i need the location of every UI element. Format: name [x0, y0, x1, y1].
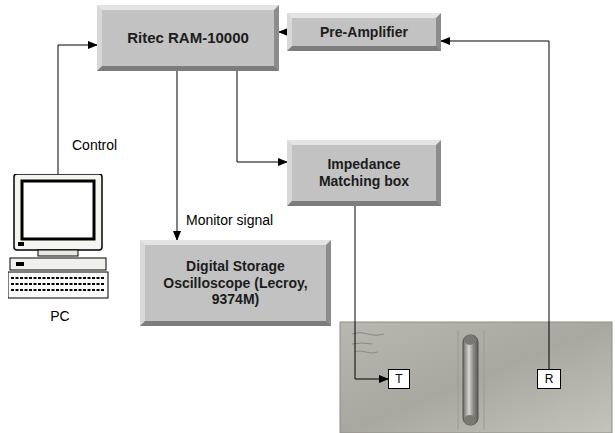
signal-connector	[237, 71, 287, 162]
edge-label: Monitor signal	[186, 212, 273, 228]
node-label: T	[395, 372, 402, 386]
edge-label: Control	[72, 137, 117, 153]
node-label: Impedance Matching box	[302, 156, 426, 190]
computer-icon: PC	[8, 174, 112, 324]
device-box: Pre-Amplifier	[287, 13, 441, 51]
device-box: Ritec RAM-10000	[97, 5, 279, 71]
signal-connector	[279, 32, 287, 33]
node-label: Pre-Amplifier	[320, 24, 408, 41]
node-label: Digital Storage Oscilloscope (Lecroy, 93…	[155, 258, 316, 308]
pc-illustration	[8, 174, 112, 304]
signal-connector	[177, 71, 178, 240]
signal-connector	[58, 45, 97, 174]
node-label: PC	[50, 308, 69, 324]
transducer-tag: R	[537, 369, 561, 389]
device-box: Digital Storage Oscilloscope (Lecroy, 93…	[140, 240, 331, 326]
transducer-tag: T	[388, 369, 410, 389]
device-box: Impedance Matching box	[287, 140, 441, 206]
node-label: R	[545, 372, 554, 386]
node-label: Ritec RAM-10000	[127, 29, 249, 47]
signal-connector	[441, 41, 549, 369]
signal-connector	[355, 206, 388, 379]
